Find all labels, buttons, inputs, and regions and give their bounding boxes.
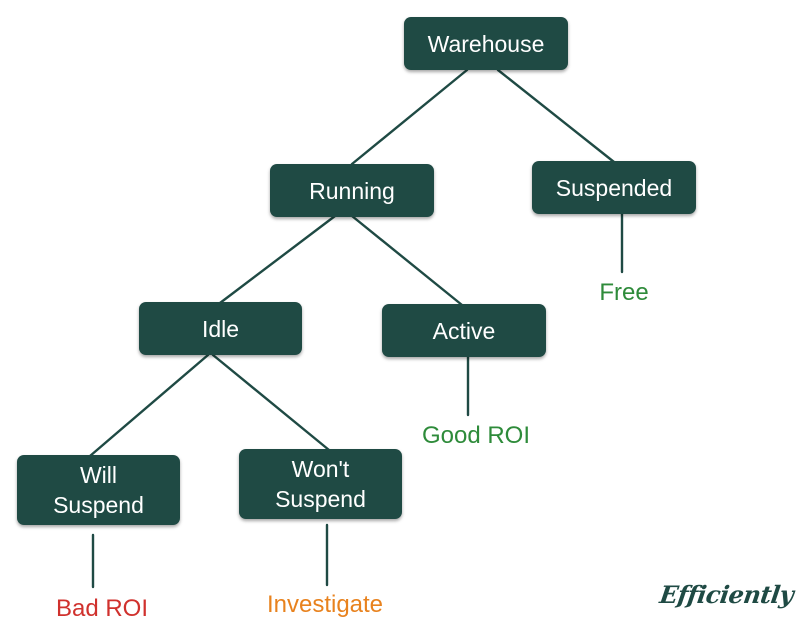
edge-warehouse-suspended — [496, 68, 616, 164]
outcome-good-roi: Good ROI — [421, 422, 531, 449]
edge-running-active — [350, 214, 464, 307]
brand-logo: Efficiently — [657, 580, 796, 609]
edge-idle-wontsuspend — [211, 353, 331, 452]
node-will-suspend: Will Suspend — [17, 455, 180, 525]
outcome-bad-roi: Bad ROI — [55, 595, 149, 622]
edge-running-idle — [218, 214, 337, 305]
outcome-investigate: Investigate — [266, 591, 384, 618]
node-active: Active — [382, 304, 546, 357]
node-running: Running — [270, 164, 434, 217]
node-suspended: Suspended — [532, 161, 696, 214]
edge-warehouse-running — [350, 68, 469, 166]
edge-idle-willsuspend — [88, 353, 210, 458]
outcome-free: Free — [599, 279, 649, 306]
node-wont-suspend: Won't Suspend — [239, 449, 402, 519]
node-idle: Idle — [139, 302, 302, 355]
node-warehouse: Warehouse — [404, 17, 568, 70]
